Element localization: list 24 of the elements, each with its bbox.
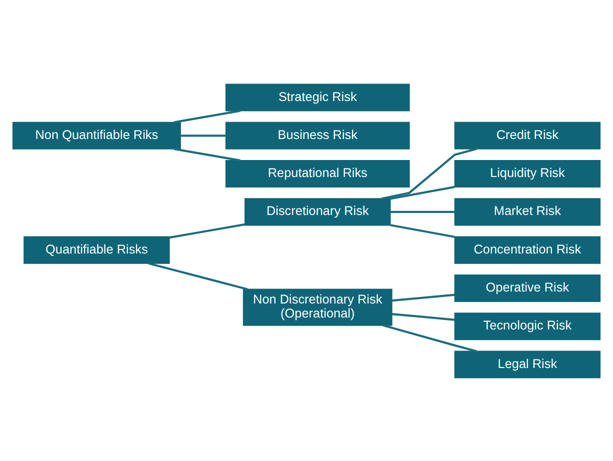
connector [174,147,240,162]
node-box: Concentration Risk [454,236,601,264]
node-box: Business Risk [225,121,410,149]
node-box: Reputational Riks [225,160,410,188]
node-box: Operative Risk [454,274,601,302]
connector [180,134,226,136]
connector [390,224,455,238]
node-box: Non Quantifiable Riks [12,121,181,149]
node-box: Non Discretionary Risk (Operational) [242,288,392,326]
connector [390,210,455,212]
node-box: Liquidity Risk [454,160,601,188]
connector [392,293,455,302]
node-box: Legal Risk [454,350,601,378]
connector [169,222,245,238]
connector [392,312,455,320]
node-box: Discretionary Risk [244,198,391,226]
connector [174,109,240,123]
node-box: Strategic Risk [225,83,410,111]
node-box: Market Risk [454,198,601,226]
node-box: Tecnologic Risk [454,312,601,340]
connector [148,262,248,290]
connector [390,185,455,200]
node-box: Credit Risk [454,121,601,149]
node-box: Quantifiable Risks [24,236,170,264]
